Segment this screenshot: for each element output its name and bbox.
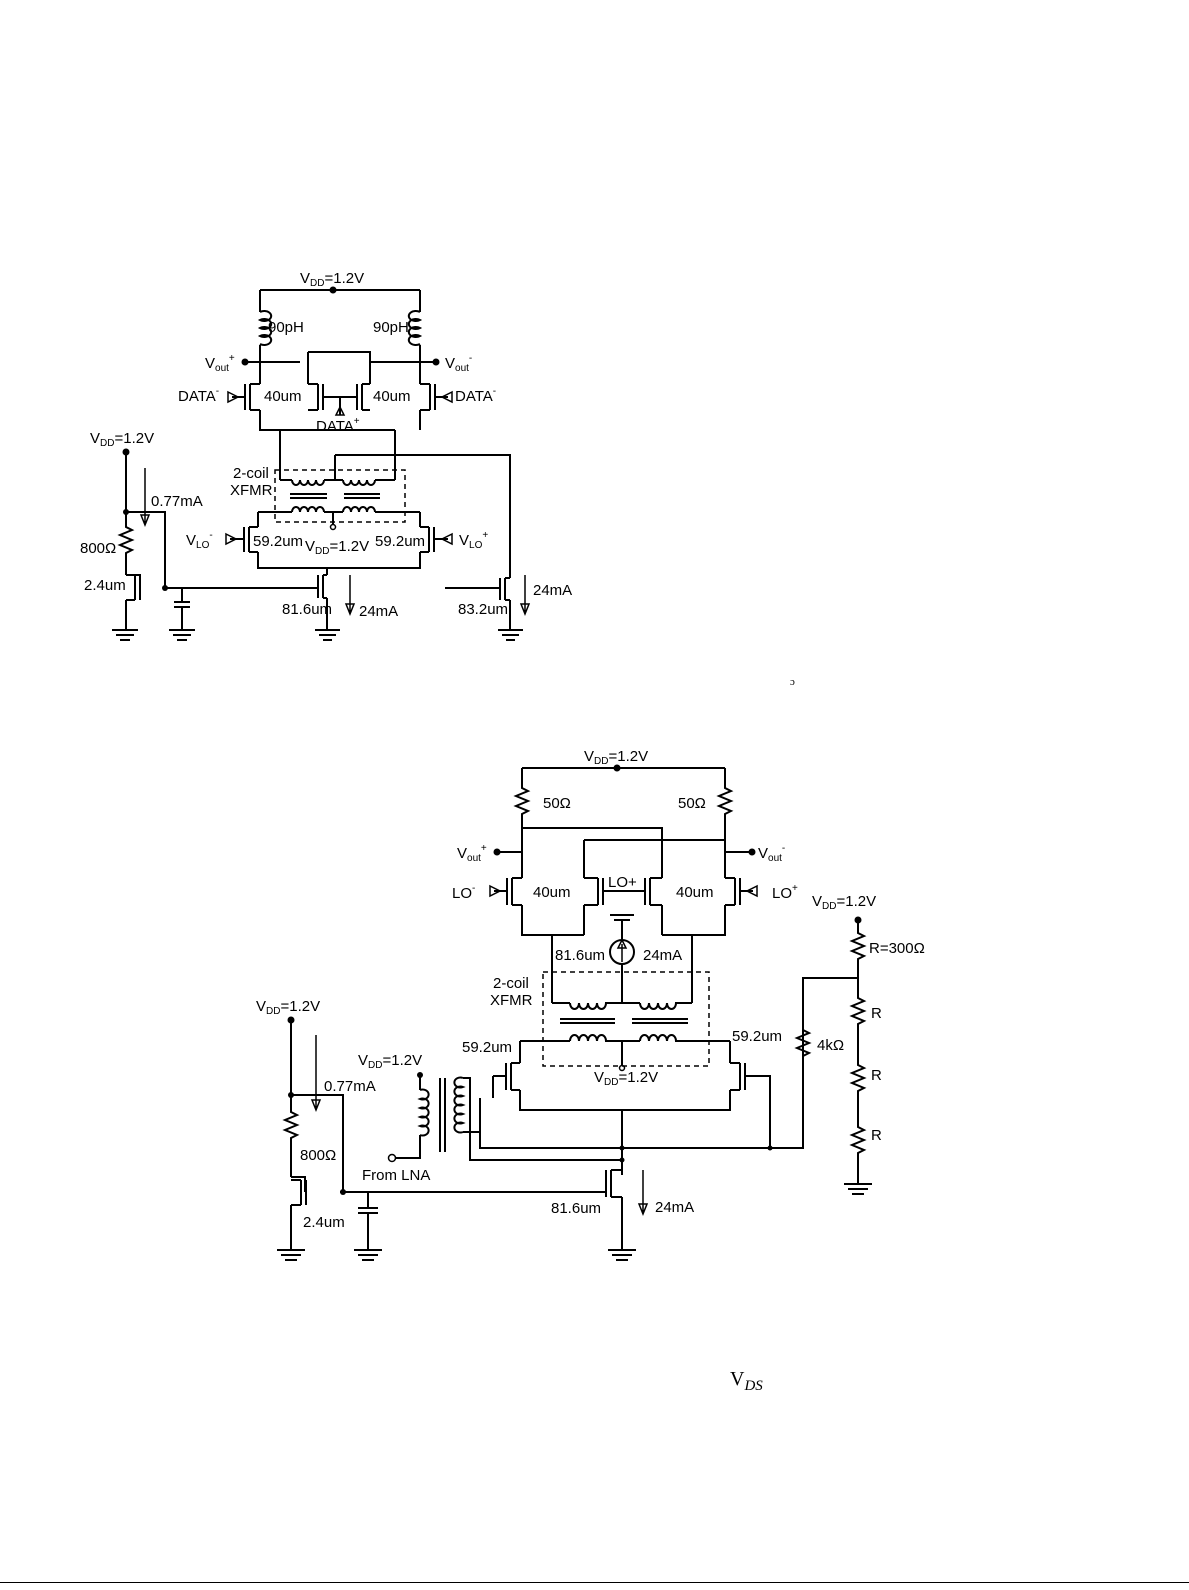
i-bias: 0.77mA xyxy=(151,493,203,510)
i-tail: 24mA xyxy=(359,603,398,620)
svg-text:VDD=1.2V: VDD=1.2V xyxy=(300,270,364,289)
r-right: 50Ω xyxy=(678,795,706,812)
xfmr-label-1: 2-coil xyxy=(233,465,269,482)
i-tail-mixer: 24mA xyxy=(655,1199,694,1216)
vdd-bias-mixer: VDD=1.2V xyxy=(256,998,320,1017)
svg-text:Vout+: Vout+ xyxy=(205,353,235,374)
w-bias-mixer: 2.4um xyxy=(303,1214,345,1231)
lo-n-mixer: LO- xyxy=(452,883,475,902)
inductor-right xyxy=(407,290,423,362)
xfmr-mixer-2: XFMR xyxy=(490,992,533,1009)
xfmr-box xyxy=(274,469,406,523)
stray-mark: ɔ xyxy=(790,676,795,688)
w-left: 40um xyxy=(264,388,302,405)
w-tail-mixer: 81.6um xyxy=(551,1200,601,1217)
r-ladder-2: R xyxy=(871,1067,882,1084)
i-bias-mixer: 0.77mA xyxy=(324,1078,376,1095)
w-right: 40um xyxy=(373,388,411,405)
inductor-left xyxy=(257,290,273,362)
i-right-src: 24mA xyxy=(533,582,572,599)
schematic-modulator: VDD=1.2V 90pH 90pH Vout+ Vout- DATA- 40u… xyxy=(80,270,572,641)
data-p: DATA+ xyxy=(316,416,360,435)
vdd-center-label: VDD=1.2V xyxy=(305,538,369,557)
w-rf-right: 59.2um xyxy=(732,1028,782,1045)
inductor-right-label: 90pH xyxy=(373,319,409,336)
w-left-mixer: 40um xyxy=(533,884,571,901)
w-tail: 81.6um xyxy=(282,601,332,618)
r-feedback: 4kΩ xyxy=(817,1037,844,1054)
w-rf-left: 59.2um xyxy=(462,1039,512,1056)
data-n-right: DATA- xyxy=(455,386,496,405)
inductor-left-label: 90pH xyxy=(268,319,304,336)
lo-center: LO+ xyxy=(608,874,637,891)
lo-p-mixer: LO+ xyxy=(772,883,798,902)
svg-text:Vout-: Vout- xyxy=(445,353,472,374)
i-src: 24mA xyxy=(643,947,682,964)
vdd-top-label: V xyxy=(300,270,310,287)
r-ladder-3: R xyxy=(871,1127,882,1144)
w-src: 81.6um xyxy=(555,947,605,964)
schematic-mixer: VDD=1.2V 50Ω 50Ω Vout+ Vout- LO- 40um LO… xyxy=(256,748,925,1261)
r-ladder-top: R=300Ω xyxy=(869,940,925,957)
w-lo-right: 59.2um xyxy=(375,533,425,550)
vdd-top-mixer: VDD=1.2V xyxy=(584,748,648,767)
xfmr-box-mixer xyxy=(542,971,710,1067)
vds-label: VDS xyxy=(730,1368,763,1394)
w-right-mixer: 40um xyxy=(676,884,714,901)
r-left: 50Ω xyxy=(543,795,571,812)
xfmr-mixer-1: 2-coil xyxy=(493,975,529,992)
r-bias: 800Ω xyxy=(80,540,116,557)
r-ladder-1: R xyxy=(871,1005,882,1022)
xfmr-label-2: XFMR xyxy=(230,482,273,499)
lo-p-label: VLO+ xyxy=(459,530,488,551)
svg-text:Vout+: Vout+ xyxy=(457,843,487,864)
r-bias-mixer: 800Ω xyxy=(300,1147,336,1164)
vdd-center-mixer: VDD=1.2V xyxy=(594,1069,658,1088)
w-right-src: 83.2um xyxy=(458,601,508,618)
vdd-balun: VDD=1.2V xyxy=(358,1052,422,1071)
vdd-bias-label: VDD=1.2V xyxy=(90,430,154,449)
svg-text:Vout-: Vout- xyxy=(758,843,785,864)
page-bottom-rule xyxy=(0,1582,1189,1583)
from-lna: From LNA xyxy=(362,1167,430,1184)
lo-n-label: VLO- xyxy=(186,530,213,551)
w-lo-left: 59.2um xyxy=(253,533,303,550)
w-bias: 2.4um xyxy=(84,577,126,594)
vdd-ladder: VDD=1.2V xyxy=(812,893,876,912)
data-n-left: DATA- xyxy=(178,386,219,405)
